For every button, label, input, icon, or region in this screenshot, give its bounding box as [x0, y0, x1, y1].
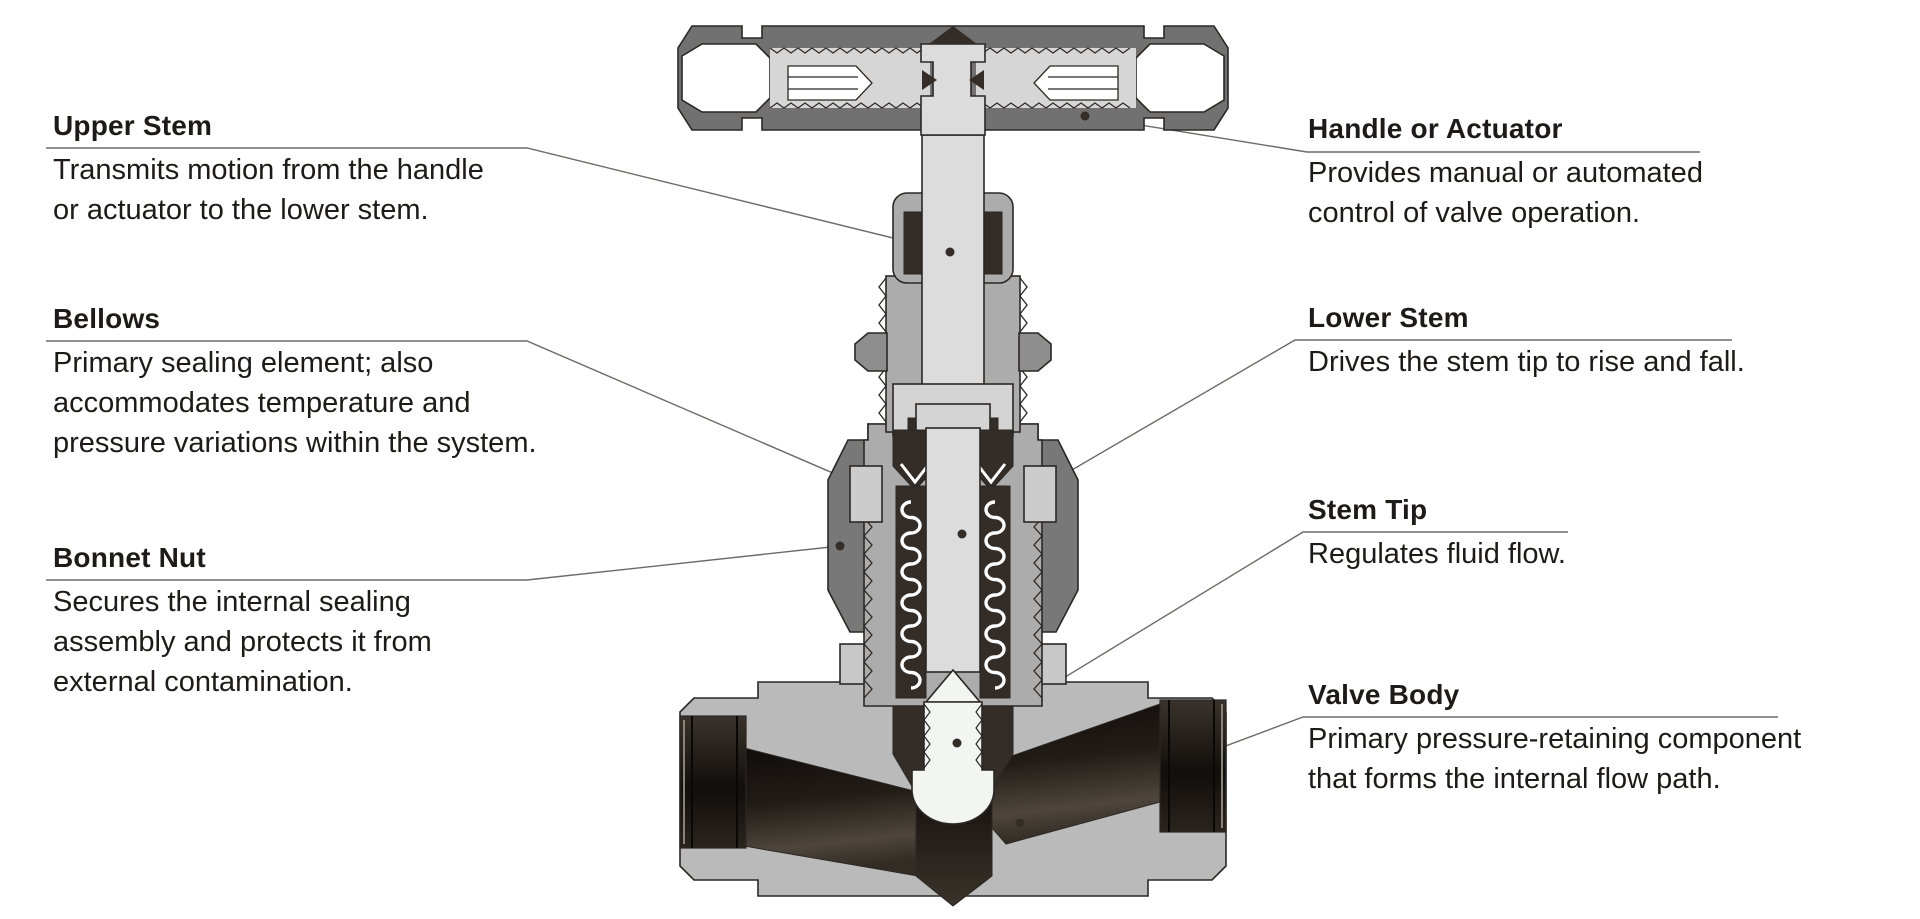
part-description-bellows: Primary sealing element; also accommodat… [53, 347, 537, 459]
handle-endcap-right [1135, 43, 1225, 113]
leader-dot-valve-body [1015, 818, 1025, 828]
part-name-handle: Handle or Actuator [1308, 113, 1563, 144]
upper-stem-graphic [921, 134, 985, 428]
part-description-valve-body: Primary pressure-retaining component tha… [1308, 723, 1802, 795]
part-name-valve-body: Valve Body [1308, 679, 1460, 710]
handle-endcap-left [681, 43, 771, 113]
gland-wing-right [1018, 332, 1052, 372]
label-bellows: Bellows Primary sealing element; also ac… [53, 297, 573, 463]
lower-stem-graphic [925, 427, 981, 673]
gland-tab-left [849, 465, 883, 523]
label-handle: Handle or Actuator Provides manual or au… [1308, 107, 1868, 233]
part-name-stem-tip: Stem Tip [1308, 494, 1428, 525]
hex-socket-left [787, 65, 873, 101]
leader-dot-lower-stem [957, 529, 967, 539]
label-stem-tip: Stem Tip Regulates fluid flow. [1308, 488, 1868, 574]
stem-arrow [929, 26, 977, 44]
right-port-graphic [1159, 699, 1227, 833]
gland-tab-right [1023, 465, 1057, 523]
leader-bellows [46, 340, 901, 503]
gland-wing-left [854, 332, 888, 372]
hex-socket-right [1033, 65, 1119, 101]
packing-thread-right [984, 211, 1003, 275]
part-name-bonnet-nut: Bonnet Nut [53, 542, 206, 573]
leader-dot-bonnet-nut [835, 541, 845, 551]
handle-graphic [677, 25, 1229, 136]
label-bonnet-nut: Bonnet Nut Secures the internal sealing … [53, 536, 573, 702]
part-description-stem-tip: Regulates fluid flow. [1308, 538, 1566, 570]
part-description-upper-stem: Transmits motion from the handle or actu… [53, 154, 484, 226]
part-name-bellows: Bellows [53, 303, 161, 334]
label-lower-stem: Lower Stem Drives the stem tip to rise a… [1308, 296, 1868, 382]
leader-dot-stem-tip [952, 738, 962, 748]
part-description-lower-stem: Drives the stem tip to rise and fall. [1308, 346, 1745, 378]
leader-upper-stem [46, 147, 951, 253]
leader-handle [1084, 115, 1700, 153]
leader-bonnet-nut [46, 545, 841, 581]
part-description-bonnet-nut: Secures the internal sealing assembly an… [53, 586, 432, 698]
left-port-graphic [679, 715, 747, 849]
part-name-lower-stem: Lower Stem [1308, 302, 1469, 333]
part-description-handle: Provides manual or automated control of … [1308, 157, 1703, 229]
label-upper-stem: Upper Stem Transmits motion from the han… [53, 104, 573, 230]
stem-tip-graphic [911, 668, 995, 825]
leader-dot-handle [1080, 111, 1090, 121]
part-name-upper-stem: Upper Stem [53, 110, 213, 141]
leader-dot-upper-stem [945, 247, 955, 257]
leader-stem-tip [956, 531, 1568, 744]
label-valve-body: Valve Body Primary pressure-retaining co… [1308, 673, 1868, 799]
bellows-graphic [895, 485, 1011, 699]
packing-thread-left [903, 211, 922, 275]
handle-stem [920, 43, 986, 136]
